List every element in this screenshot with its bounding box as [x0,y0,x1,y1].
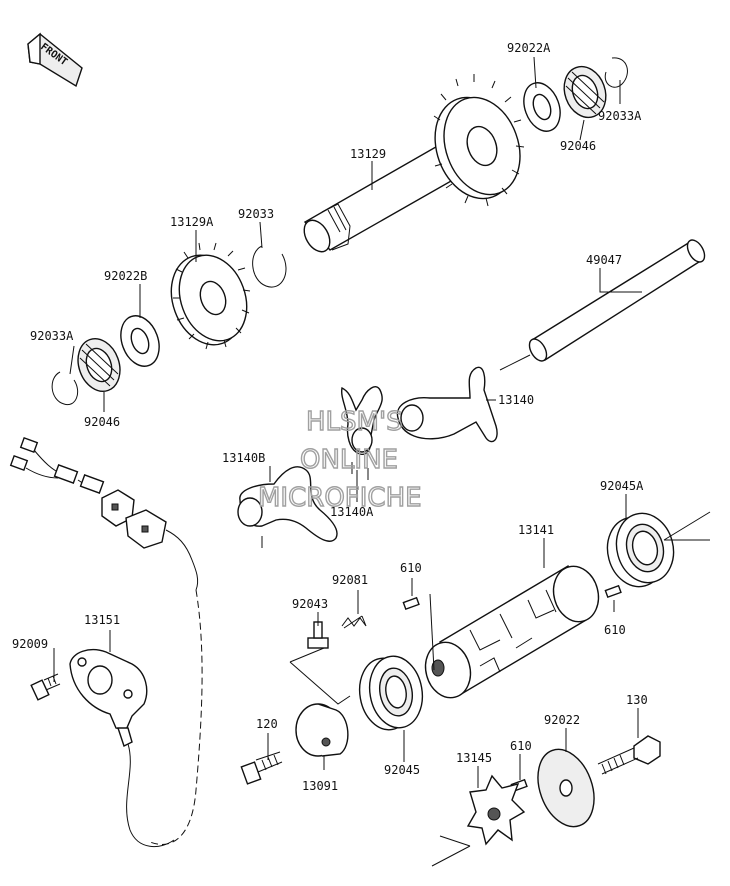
circlip-92033 [252,245,287,288]
shift-fork-13140b [237,466,338,548]
shift-fork-13140 [396,366,498,443]
label-13140b: 13140B [222,451,265,465]
needle-bearing-92046-left [77,338,121,392]
screw-92009 [30,673,61,701]
pin-610-b [604,584,622,599]
assembly-lines [53,56,711,867]
bolt-120 [240,751,283,785]
label-13151: 13151 [84,613,120,627]
label-92033: 92033 [238,207,274,221]
bolt-130 [597,735,661,775]
watermark: HLSM'S ONLINE MICROFICHE [257,406,422,513]
label-92045a: 92045A [600,479,644,493]
neutral-sensor-13151 [69,648,175,848]
front-arrow-icon: FRONT [27,32,83,88]
circlip-92033a-top [604,57,628,88]
label-13140: 13140 [498,393,534,407]
label-92046-top: 92046 [560,139,596,153]
label-92022b: 92022B [104,269,147,283]
wiring-harness [9,437,199,591]
shift-drum-13141 [424,564,600,699]
label-13141: 13141 [518,523,554,537]
star-plate-13145 [466,774,526,846]
washer-92022a [523,82,561,132]
watermark-line-2: ONLINE [300,445,398,475]
pin-610-a [402,596,420,611]
label-92022a: 92022A [507,41,551,55]
spring-92081 [341,615,367,629]
label-92046-left: 92046 [84,415,120,429]
ball-bearing-92045a [606,512,675,588]
label-92009: 92009 [12,637,48,651]
label-92033a-left: 92033A [30,329,74,343]
label-13091: 13091 [302,779,338,793]
gear-13129-large [433,74,525,207]
label-610-b: 610 [604,623,626,637]
circlip-92033a-left [51,371,79,406]
label-49047: 49047 [586,253,622,267]
label-92033a-top: 92033A [598,109,642,123]
cam-13091 [295,703,349,757]
watermark-line-1: HLSM'S [306,407,403,437]
label-13140a: 13140A [330,505,374,519]
label-13129a: 13129A [170,215,214,229]
label-610-a: 610 [400,561,422,575]
shift-rod-49047 [528,239,706,362]
washer-92022b [120,315,160,367]
gear-13129a [170,242,251,350]
ball-bearing-92045 [358,655,424,731]
watermark-line-3: MICROFICHE [258,483,422,513]
plate-92022 [537,748,595,828]
label-92081: 92081 [332,573,368,587]
label-92043: 92043 [292,597,328,611]
label-13145: 13145 [456,751,492,765]
label-92045: 92045 [384,763,420,777]
needle-bearing-92046-top [563,65,607,119]
label-120: 120 [256,717,278,731]
label-130: 130 [626,693,648,707]
wire-route [149,589,203,845]
label-610-c: 610 [510,739,532,753]
label-92022: 92022 [544,713,580,727]
label-13129: 13129 [350,147,386,161]
shift-fork-13140a [340,386,383,480]
